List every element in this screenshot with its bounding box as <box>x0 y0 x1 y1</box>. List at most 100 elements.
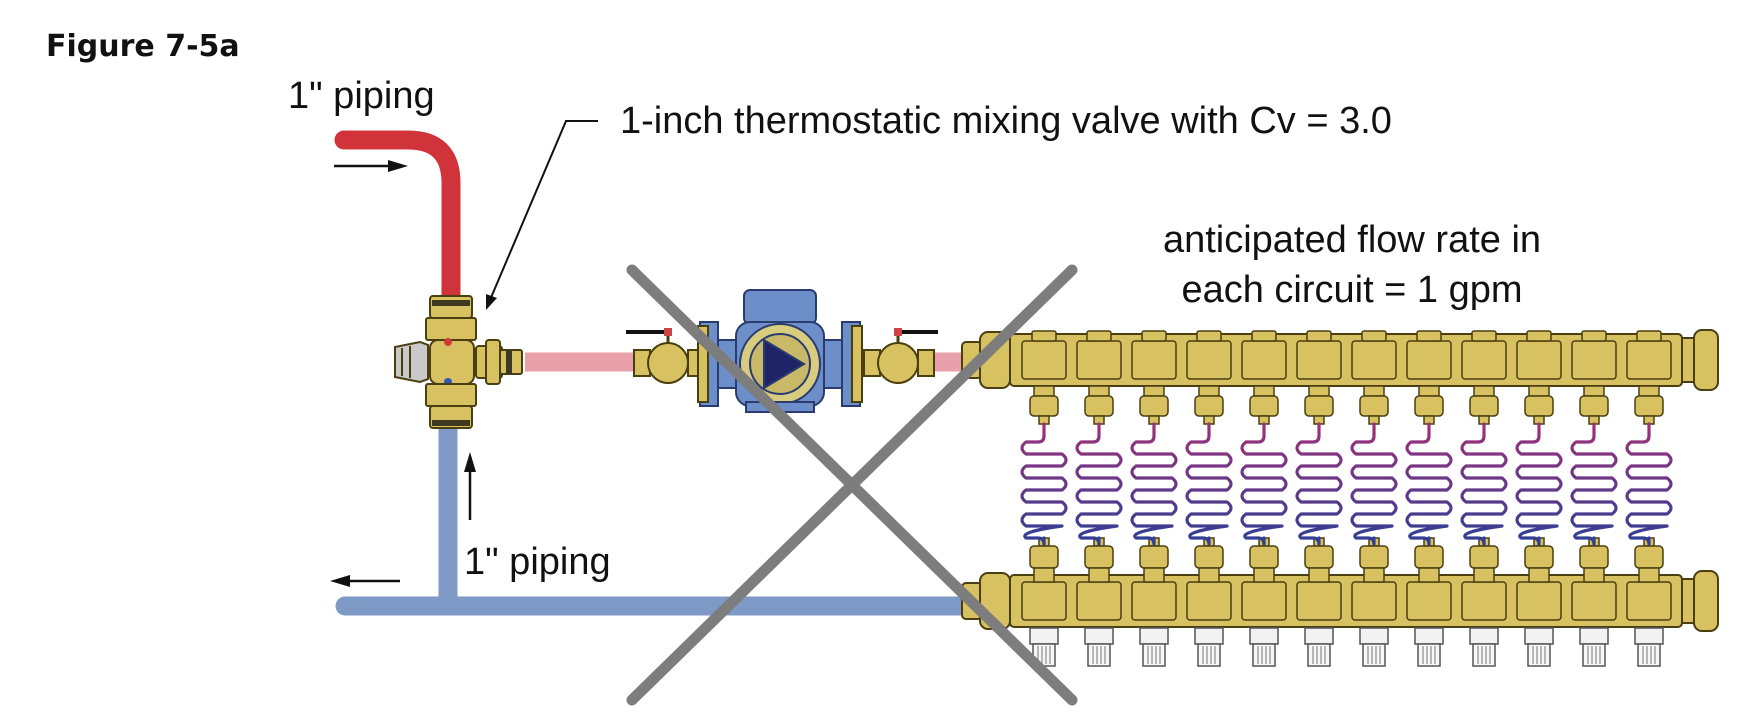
supply-port-cap <box>1086 330 1112 342</box>
return-inlet-stem <box>1638 567 1660 583</box>
supply-outlet-stem <box>1363 385 1385 397</box>
flow-arrow-icon <box>330 575 400 587</box>
cross-out-icon <box>626 264 1078 706</box>
supply-outlet-stem <box>1253 385 1275 397</box>
return-pipe-label: 1" piping <box>464 541 611 583</box>
supply-outlet-stem <box>1473 385 1495 397</box>
return-port <box>1351 581 1397 621</box>
supply-port <box>1626 340 1672 380</box>
tubing-circuit <box>1075 422 1123 546</box>
supply-port-cap <box>1581 330 1607 342</box>
actuator-cap <box>1524 627 1554 645</box>
return-inlet-stem <box>1418 567 1440 583</box>
return-inlet-stem <box>1363 567 1385 583</box>
actuator-cap <box>1139 627 1169 645</box>
actuator-base <box>1252 643 1276 667</box>
supply-port <box>1296 340 1342 380</box>
supply-manifold-icon <box>961 329 1719 425</box>
return-inlet-stem <box>1143 567 1165 583</box>
supply-port <box>1186 340 1232 380</box>
figure-title: Figure 7-5a <box>46 29 240 64</box>
supply-port <box>1131 340 1177 380</box>
return-inlet-nut <box>1139 545 1169 569</box>
return-inlet-nut <box>1304 545 1334 569</box>
supply-outlet-nut <box>1249 395 1279 417</box>
supply-port <box>1461 340 1507 380</box>
supply-outlet-nut <box>1139 395 1169 417</box>
return-inlet-nut <box>1029 545 1059 569</box>
actuator-base <box>1582 643 1606 667</box>
return-inlet-stem <box>1473 567 1495 583</box>
tubing-circuit <box>1020 422 1068 546</box>
ball-valve-icon <box>863 328 938 384</box>
thermostatic-mixing-valve-icon <box>394 295 523 429</box>
cold-return-pipe <box>335 410 458 616</box>
return-manifold-icon <box>961 537 1719 667</box>
supply-pipe-label: 1" piping <box>288 75 435 117</box>
return-inlet-stem <box>1088 567 1110 583</box>
tubing-circuit <box>1515 422 1563 546</box>
tubing-circuit <box>1130 422 1178 546</box>
return-inlet-stem <box>1528 567 1550 583</box>
return-port <box>1516 581 1562 621</box>
actuator-cap <box>1029 627 1059 645</box>
return-inlet-stem <box>1198 567 1220 583</box>
actuator-cap <box>1359 627 1389 645</box>
supply-outlet-nut <box>1084 395 1114 417</box>
supply-outlet-stem <box>1418 385 1440 397</box>
actuator-cap <box>1194 627 1224 645</box>
return-port <box>1186 581 1232 621</box>
return-port <box>1076 581 1122 621</box>
return-port <box>1626 581 1672 621</box>
actuator-cap <box>1249 627 1279 645</box>
actuator-base <box>1417 643 1441 667</box>
supply-port-cap <box>1636 330 1662 342</box>
return-inlet-nut <box>1414 545 1444 569</box>
return-inlet-nut <box>1634 545 1664 569</box>
supply-outlet-stem <box>1143 385 1165 397</box>
return-manifold-end-cap <box>1693 570 1719 632</box>
supply-port <box>1351 340 1397 380</box>
actuator-base <box>1527 643 1551 667</box>
supply-outlet-nut <box>1579 395 1609 417</box>
actuator-cap <box>1084 627 1114 645</box>
return-inlet-stem <box>1033 567 1055 583</box>
supply-outlet-nut <box>1414 395 1444 417</box>
actuator-base <box>1197 643 1221 667</box>
actuator-cap <box>1469 627 1499 645</box>
supply-port-cap <box>1031 330 1057 342</box>
supply-outlet-nut <box>1194 395 1224 417</box>
return-port <box>1461 581 1507 621</box>
supply-port-cap <box>1196 330 1222 342</box>
return-inlet-nut <box>1359 545 1389 569</box>
supply-port <box>1076 340 1122 380</box>
supply-manifold-end-ring <box>1681 337 1695 383</box>
tubing-circuit <box>1405 422 1453 546</box>
return-inlet-nut <box>1194 545 1224 569</box>
supply-port-cap <box>1471 330 1497 342</box>
supply-outlet-nut <box>1634 395 1664 417</box>
tubing-circuit <box>1570 422 1618 546</box>
actuator-base <box>1307 643 1331 667</box>
supply-outlet-nut <box>1524 395 1554 417</box>
circuits <box>1020 422 1673 546</box>
supply-outlet-stem <box>1033 385 1055 397</box>
pipes <box>334 130 1000 616</box>
supply-port-cap <box>1141 330 1167 342</box>
tubing-circuit <box>1460 422 1508 546</box>
actuator-base <box>1087 643 1111 667</box>
valve-leader-line <box>486 120 598 310</box>
actuator-cap <box>1304 627 1334 645</box>
return-inlet-nut <box>1469 545 1499 569</box>
supply-outlet-stem <box>1638 385 1660 397</box>
supply-outlet-stem <box>1583 385 1605 397</box>
actuator-cap <box>1414 627 1444 645</box>
tubing-circuit <box>1625 422 1673 546</box>
return-inlet-nut <box>1084 545 1114 569</box>
supply-port-cap <box>1306 330 1332 342</box>
return-port <box>1021 581 1067 621</box>
return-manifold-end-ring <box>1681 578 1695 624</box>
supply-outlet-stem <box>1308 385 1330 397</box>
supply-outlet-stem <box>1198 385 1220 397</box>
